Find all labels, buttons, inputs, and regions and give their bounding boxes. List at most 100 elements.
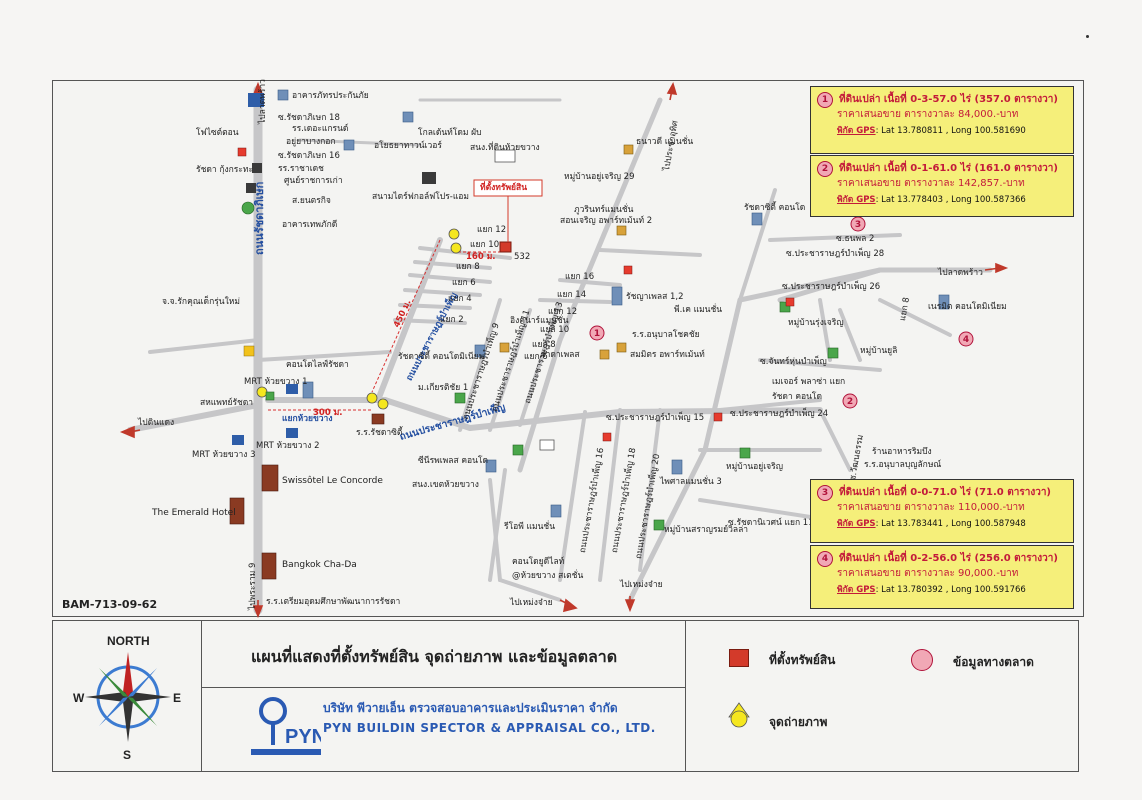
poi-label: สอนเจริญ อพาร์ทเม้นท์ 2: [560, 216, 653, 226]
market-price: ราคาเสนอขาย ตารางวาละ 142,857.-บาท: [837, 178, 1025, 189]
poi-label: อาคารภัทรประกันภัย: [292, 91, 369, 101]
property-legend-icon: [729, 649, 749, 667]
soi-label: แยก 6: [452, 278, 476, 288]
market-title: ที่ดินเปล่า เนื้อที่ 0-3-57.0 ไร่ (357.0…: [839, 94, 1058, 105]
poi-label: ภูวรินทร์แมนชั่น: [574, 205, 634, 215]
label-property-tag: ที่ตั้งทรัพย์สิน: [480, 183, 528, 193]
property-marker-map: [499, 241, 512, 253]
market-number: 1: [817, 91, 833, 108]
poi-label: ซ.รัชดาภิเษก 18: [278, 113, 340, 123]
market-number: 3: [817, 484, 833, 501]
soi-label: แยก 8: [456, 262, 480, 272]
logo-text: PYN: [285, 726, 321, 748]
market-number: 2: [817, 160, 833, 177]
poi-label: หมู่บ้านรุ่งเจริญ: [788, 318, 844, 328]
soi-label: แยก 6: [524, 352, 548, 362]
label-emerald: The Emerald Hotel: [152, 508, 236, 518]
poi-label: อโยธยาทาวน์เวอร์: [374, 141, 442, 151]
poi-label: โฟไซต์ตอน: [196, 128, 239, 138]
market-title: ที่ดินเปล่า เนื้อที่ 0-1-61.0 ไร่ (161.0…: [839, 163, 1058, 174]
poi-label: ม.เกียรติชัย 1: [418, 383, 469, 393]
market-price: ราคาเสนอขาย ตารางวาละ 84,000.-บาท: [837, 109, 1019, 120]
poi-label: ธนาวดี แมนชั่น: [636, 137, 694, 147]
poi-label: ศูนย์ราชการเก่า: [284, 176, 343, 186]
soi-label: แยก 12: [548, 307, 578, 317]
poi-label: ซ.รัชดานิเวศน์ แยก 11: [728, 518, 814, 528]
gps-value: : Lat 13.778403 , Long 100.587366: [875, 194, 1026, 205]
label-to-dindaeng: ไปดินแดง: [138, 418, 175, 428]
poi-label: หมู่บ้านสราญรมย์วิลล่า: [664, 525, 749, 535]
svg-text:2: 2: [847, 397, 853, 407]
label-to-rama9: ไปพระราม 9: [248, 562, 258, 610]
market-price: ราคาเสนอขาย ตารางวาละ 90,000.-บาท: [837, 568, 1019, 579]
market-legend-label: ข้อมูลทางตลาด: [953, 655, 1034, 669]
poi-label: ซ.ประชาราษฎร์บำเพ็ญ 24: [730, 409, 829, 419]
poi-label: ร.ร.อนุบาลโชคชัย: [632, 330, 700, 340]
compass-west: W: [73, 691, 85, 705]
label-dist-160: 160 ม.: [466, 252, 496, 262]
label-intersection: แยกห้วยขวาง: [282, 414, 333, 424]
legend-title: แผนที่แสดงที่ตั้งทรัพย์สิน จุดถ่ายภาพ แล…: [251, 647, 618, 666]
poi-label: สหแพทย์รัชดา: [200, 398, 254, 408]
gps-label: พิกัด GPS: [837, 584, 876, 595]
label-mrt-2: MRT ห้วยขวาง 2: [256, 441, 320, 451]
property-legend-label: ที่ตั้งทรัพย์สิน: [769, 653, 836, 667]
poi-label: ซีนีรพเพลส คอนโด: [418, 456, 489, 466]
company-name-en: PYN BUILDIN SPECTOR & APPRAISAL CO., LTD…: [323, 721, 656, 735]
poi-label: รัชดาซิตี้ คอนโดมิเนียม: [398, 352, 485, 362]
poi-label: หมู่บ้านอยู่เจริญ 29: [564, 172, 635, 182]
label-to-mengjai-1: ไปเหม่งจ๋าย: [510, 598, 553, 608]
market-title: ที่ดินเปล่า เนื้อที่ 0-2-56.0 ไร่ (256.0…: [839, 553, 1058, 564]
poi-label: คอนโดไลฟ์รัชดา: [286, 360, 349, 370]
gps-value: : Lat 13.780811 , Long 100.581690: [875, 125, 1026, 136]
label-le-concorde: Swissôtel Le Concorde: [282, 476, 383, 486]
market-title: ที่ดินเปล่า เนื้อที่ 0-0-71.0 ไร่ (71.0 …: [839, 487, 1052, 498]
market-price: ราคาเสนอขาย ตารางวาละ 110,000.-บาท: [837, 502, 1025, 513]
label-house-no: 532: [514, 252, 531, 262]
soi-label: แยก 16: [565, 272, 595, 282]
compass-east: E: [173, 691, 181, 705]
document-code: BAM-713-09-62: [62, 598, 158, 611]
legend-panel: NORTH S W E แผนที่แสดงที่ตั้งทรัพย์สิน จ…: [52, 620, 1079, 772]
poi-label: ส.ยนตรกิจ: [292, 196, 331, 206]
poi-label: ไพศาลแมนชั่น 3: [660, 477, 722, 487]
gps-value: : Lat 13.780392 , Long 100.591766: [875, 584, 1026, 595]
poi-label: ซ.จันทร์หุ่นบำเพ็ญ: [760, 357, 827, 367]
poi-label: @ห้วยขวาง สเตชั่น: [512, 571, 584, 581]
poi-label: รร.เดอะแกรนด์: [292, 124, 349, 134]
poi-label: ร.ร.เตรียมอุดมศึกษาพัฒนาการรัชดา: [266, 597, 401, 607]
poi-label: รัชดา คอนโด: [772, 392, 823, 402]
market-box-3: 3 ที่ดินเปล่า เนื้อที่ 0-0-71.0 ไร่ (71.0…: [810, 479, 1074, 543]
compass-icon: NORTH S W E: [73, 634, 181, 762]
poi-label: จ.จ.รักคุณเด็กรุ่นใหม่: [162, 297, 240, 307]
poi-label: ซ.รัชดาภิเษก 16: [278, 151, 340, 161]
map-roads: 1 2 3 4: [119, 81, 1009, 619]
poi-label: สนามไดร์ฟกอล์ฟโปร-แอม: [372, 192, 470, 202]
label-to-mengjai-2: ไปเหม่งจ๋าย: [620, 580, 663, 590]
poi-label: เมเจอร์ พลาซ่า แยก: [772, 377, 846, 387]
label-chada: Bangkok Cha-Da: [282, 560, 357, 570]
label-to-ladprao: ไปลาดพร้าว: [938, 268, 983, 278]
market-box-1: 1 ที่ดินเปล่า เนื้อที่ 0-3-57.0 ไร่ (357.…: [810, 86, 1074, 154]
poi-label: ภาดาเพลส: [540, 350, 580, 360]
poi-label: โกลเด้นท์โดม ผับ: [418, 128, 482, 138]
poi-label: สนง.เขตห้วยขวาง: [412, 480, 479, 490]
gps-label: พิกัด GPS: [837, 194, 876, 205]
soi-label: แยก 10: [470, 240, 500, 250]
road-label-ratchada: ถนนรัชดาภิเษก: [253, 181, 266, 255]
poi-label: เนรมิต คอนโดมิเนียม: [928, 302, 1007, 312]
market-number: 4: [817, 550, 833, 567]
poi-label: หมู่บ้านอยู่เจริญ: [726, 462, 783, 472]
poi-label: หมู่บ้านยูลิ: [860, 346, 898, 356]
poi-label: คอนโดยูดีไลท์: [512, 557, 565, 567]
company-logo: PYN: [251, 697, 321, 755]
market-legend-icon: [911, 649, 933, 671]
label-dist-300: 300 ม.: [313, 408, 343, 418]
compass-north: NORTH: [107, 634, 150, 648]
poi-label: รร.ราชาเดช: [278, 164, 324, 174]
poi-label: รัชดา กุ้งกระทะ: [196, 165, 254, 175]
poi-label: ซ.ธนพล 2: [836, 234, 875, 244]
gps-label: พิกัด GPS: [837, 125, 876, 136]
poi-label: สมมิตร อพาร์ทเม้นท์: [630, 350, 705, 360]
label-mrt-1: MRT ห้วยขวาง 1: [244, 377, 308, 387]
